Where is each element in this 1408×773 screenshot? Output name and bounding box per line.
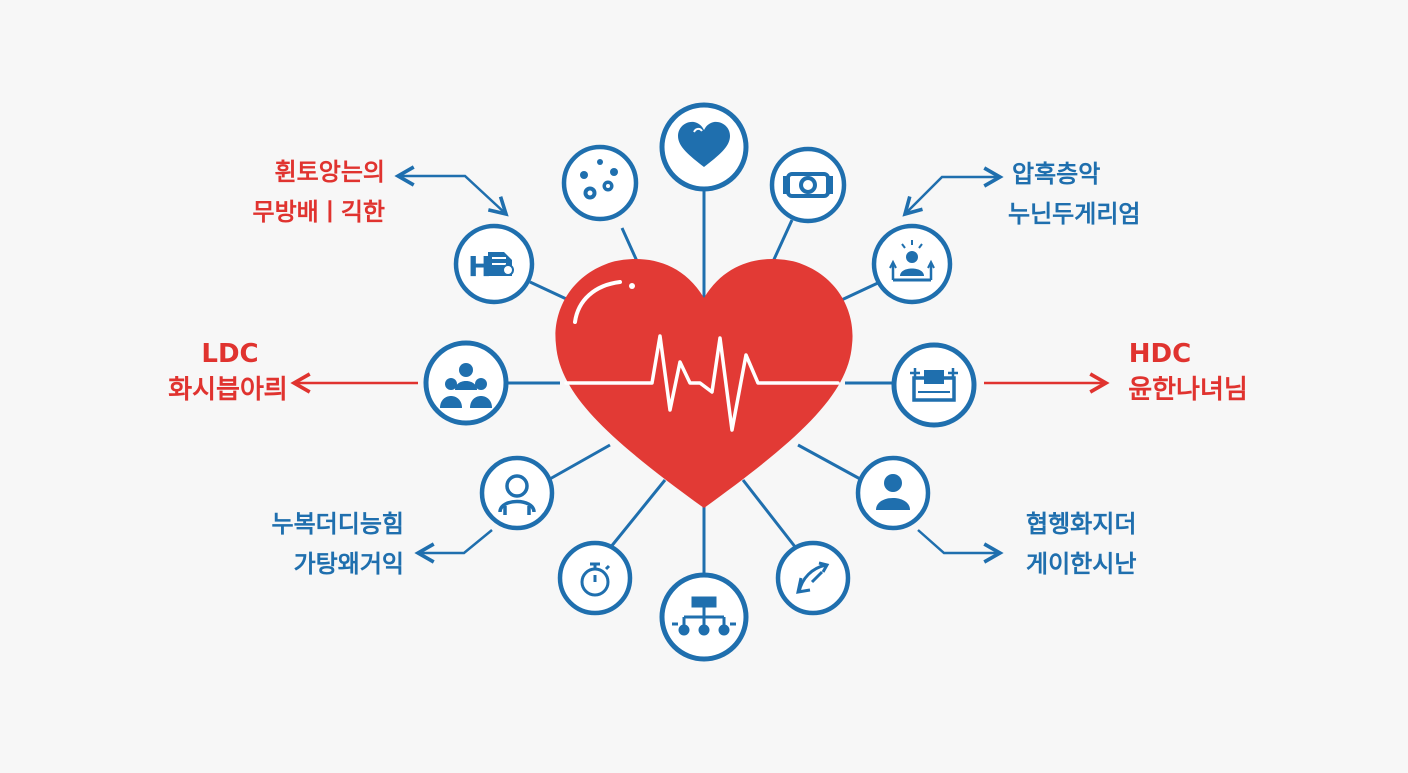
medical-bed-icon bbox=[910, 368, 958, 402]
label-bottom-left-line1: 누복더디능힘 bbox=[272, 510, 404, 538]
gears-icon bbox=[580, 159, 618, 200]
arrow-top-left bbox=[394, 165, 509, 217]
hb-document-icon: H bbox=[468, 250, 514, 283]
label-top-right-line2: 누닌두게리엄 bbox=[1008, 200, 1140, 228]
heart-highlight bbox=[573, 280, 622, 324]
node-upper-right[interactable] bbox=[769, 146, 847, 224]
hb-text: H bbox=[468, 250, 491, 283]
label-mid-left-line2: 화시븝아릐 bbox=[168, 375, 288, 405]
connector-lower-right bbox=[741, 479, 798, 549]
node-bottom[interactable] bbox=[659, 572, 749, 662]
node-top[interactable] bbox=[659, 102, 749, 192]
network-icon bbox=[672, 596, 736, 636]
person-up-icon bbox=[889, 240, 935, 282]
node-right-upper[interactable] bbox=[871, 223, 953, 305]
arrow-bottom-right bbox=[917, 529, 1004, 564]
label-bottom-left-line2: 가탕왜거익 bbox=[294, 550, 404, 578]
arrow-top-right bbox=[902, 166, 1004, 217]
label-mid-right: HDC 윤한나녀님 bbox=[1128, 339, 1248, 405]
node-upper-left[interactable] bbox=[561, 144, 639, 222]
node-left[interactable] bbox=[423, 340, 509, 426]
label-bottom-right-line1: 협헹화지더 bbox=[1026, 510, 1136, 538]
stopwatch-icon bbox=[580, 562, 611, 597]
label-arrows bbox=[290, 165, 1110, 564]
heartbeat-line bbox=[564, 334, 840, 432]
heart-shape bbox=[555, 259, 853, 508]
label-mid-left-line1: LDC bbox=[201, 339, 258, 369]
label-bottom-right-line2: 게이한시난 bbox=[1026, 550, 1136, 578]
arrow-bottom-left bbox=[414, 529, 493, 564]
person-outline-icon bbox=[498, 474, 536, 515]
heart-highlight-dot bbox=[629, 283, 635, 289]
connector-lower-left bbox=[608, 479, 667, 549]
node-lower-left[interactable] bbox=[557, 540, 633, 616]
label-mid-right-line2: 윤한나녀님 bbox=[1128, 375, 1248, 405]
node-right-lower[interactable] bbox=[855, 455, 931, 531]
camera-icon bbox=[783, 172, 833, 198]
label-top-right: 압혹층악 누닌두게리엄 bbox=[1008, 160, 1140, 228]
label-bottom-right: 협헹화지더 게이한시난 bbox=[1026, 510, 1136, 578]
person-icon bbox=[876, 474, 910, 510]
connector-right-lower bbox=[797, 443, 863, 482]
group-icon bbox=[440, 363, 492, 408]
central-heart bbox=[555, 259, 853, 508]
node-left-upper[interactable]: H bbox=[453, 223, 535, 305]
node-lower-right[interactable] bbox=[775, 540, 851, 616]
label-top-left-line1: 휜토앙는의 bbox=[275, 158, 385, 186]
heart-icon bbox=[678, 121, 730, 167]
label-top-right-line1: 압혹층악 bbox=[1012, 160, 1100, 188]
label-top-left: 휜토앙는의 무방배ㅣ긱한 bbox=[253, 158, 385, 226]
connector-left-lower bbox=[547, 443, 611, 482]
arrows-icon bbox=[796, 561, 830, 594]
label-mid-right-line1: HDC bbox=[1129, 339, 1191, 369]
node-right[interactable] bbox=[891, 342, 977, 428]
label-mid-left: LDC 화시븝아릐 bbox=[168, 339, 288, 405]
node-left-lower[interactable] bbox=[479, 455, 555, 531]
label-top-left-line2: 무방배ㅣ긱한 bbox=[253, 198, 385, 226]
label-bottom-left: 누복더디능힘 가탕왜거익 bbox=[272, 510, 404, 578]
